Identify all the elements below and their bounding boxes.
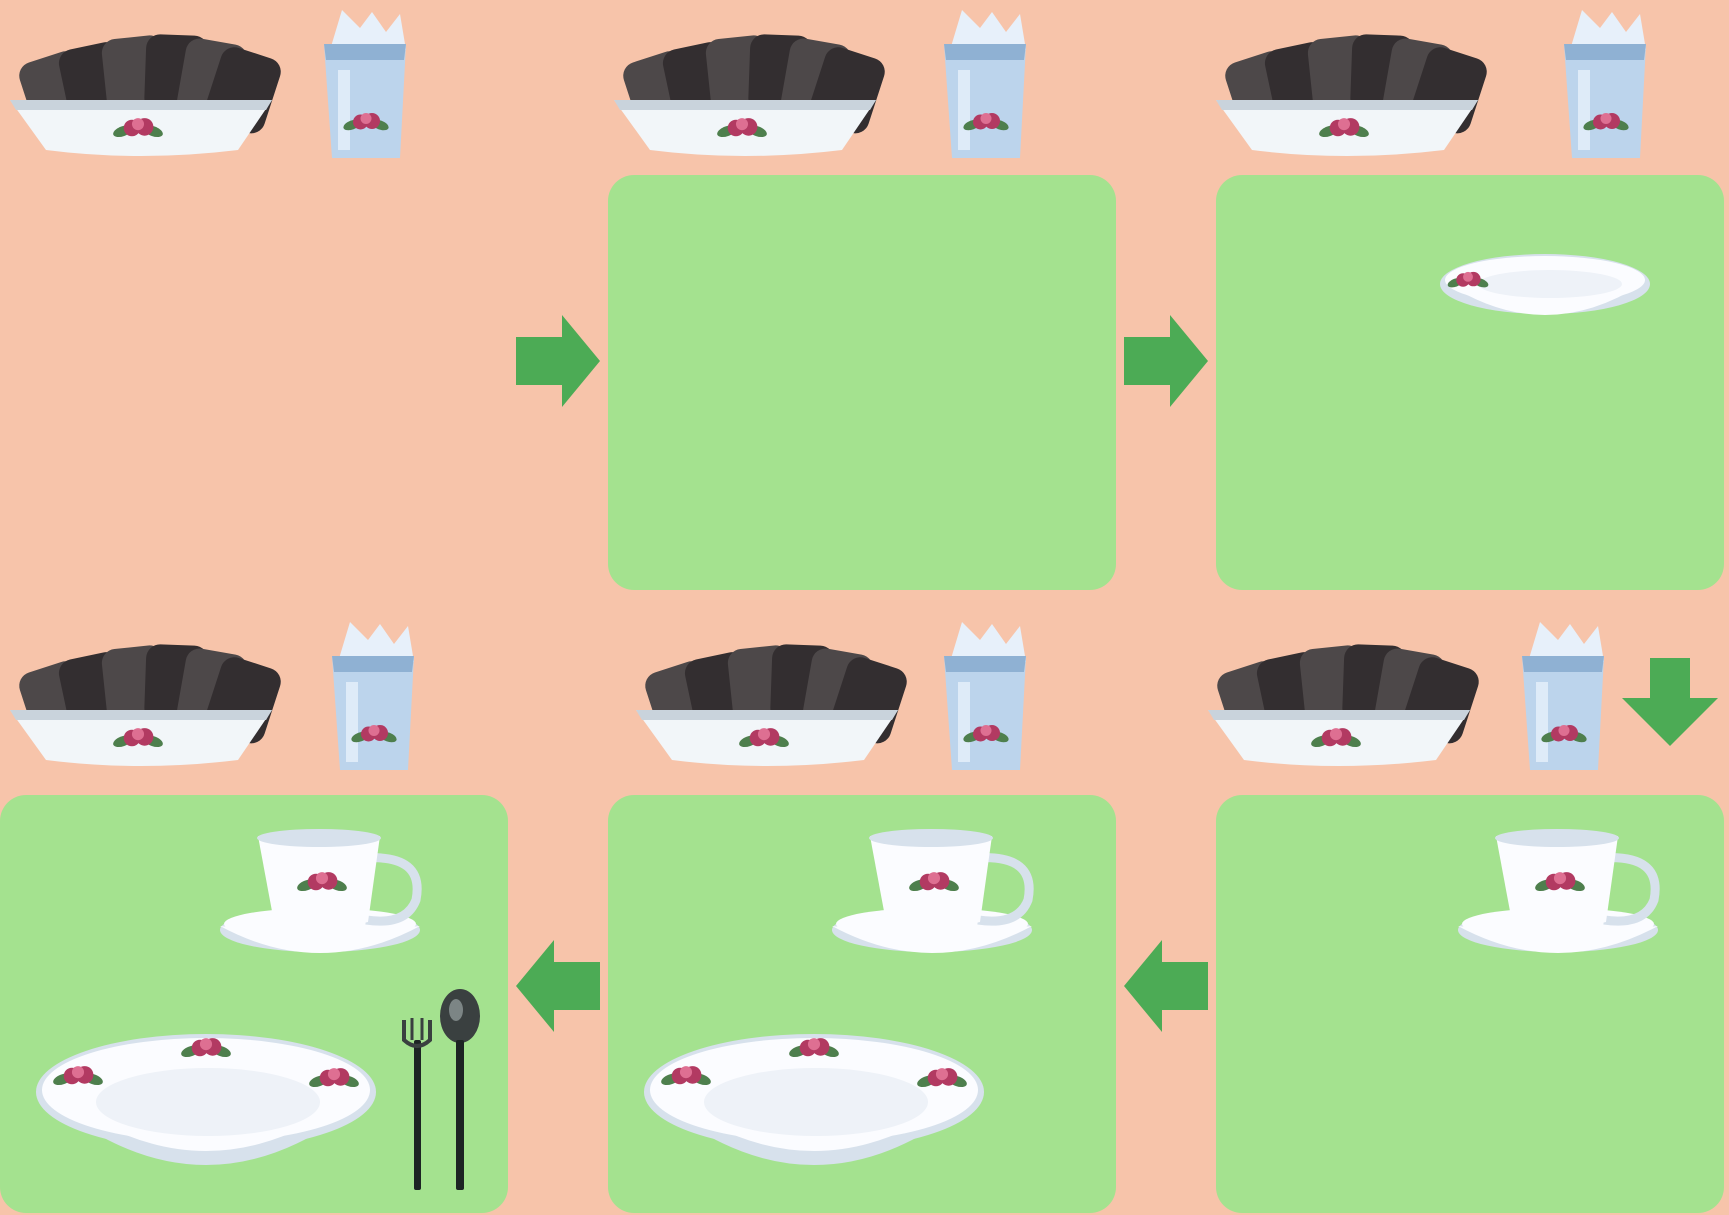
arrow-shape xyxy=(1124,940,1208,1032)
step-1 xyxy=(10,10,406,158)
basket-rim xyxy=(10,710,272,720)
panel-step-2 xyxy=(608,175,1116,590)
bread-basket xyxy=(10,34,284,156)
soup-plate-well xyxy=(704,1068,928,1136)
arrow-shape xyxy=(1124,315,1208,407)
glass-body xyxy=(944,44,1026,158)
glass-rim xyxy=(324,44,406,60)
step-2 xyxy=(608,10,1116,590)
glass-shine xyxy=(346,682,358,762)
basket-rim xyxy=(10,100,272,110)
cup-rim xyxy=(869,829,993,847)
glass-shine xyxy=(1536,682,1548,762)
basket-rim xyxy=(614,100,876,110)
glass-body xyxy=(1522,656,1604,770)
arrow-shape xyxy=(516,315,600,407)
arrow-step-5-6 xyxy=(516,940,600,1032)
glass-shine xyxy=(958,70,970,150)
arrow-shape xyxy=(1622,658,1718,746)
glass-with-napkin xyxy=(324,10,406,158)
glass-body xyxy=(944,656,1026,770)
bread-basket xyxy=(10,644,284,766)
glass-with-napkin xyxy=(1522,622,1604,770)
cup-rim xyxy=(1495,829,1619,847)
glass-with-napkin xyxy=(944,10,1026,158)
panel-step-4 xyxy=(1216,795,1724,1213)
basket-rim xyxy=(636,710,898,720)
glass-shine xyxy=(958,682,970,762)
glass-body xyxy=(1564,44,1646,158)
glass-with-napkin xyxy=(332,622,414,770)
step-5 xyxy=(608,622,1116,1213)
glass-with-napkin xyxy=(1564,10,1646,158)
bread-basket xyxy=(614,34,888,156)
arrow-step-2-3 xyxy=(1124,315,1208,407)
bread-basket xyxy=(1208,644,1482,766)
bread-basket xyxy=(1216,34,1490,156)
glass-rim xyxy=(1564,44,1646,60)
glass-rim xyxy=(1522,656,1604,672)
basket-rim xyxy=(1216,100,1478,110)
plate-well xyxy=(1478,270,1622,298)
panel-step-3 xyxy=(1216,175,1724,590)
glass-body xyxy=(332,656,414,770)
bread-basket xyxy=(636,644,910,766)
glass-with-napkin xyxy=(944,622,1026,770)
arrow-step-4-5 xyxy=(1124,940,1208,1032)
arrow-step-1-2 xyxy=(516,315,600,407)
arrow-shape xyxy=(516,940,600,1032)
soup-plate-well xyxy=(96,1068,320,1136)
glass-rim xyxy=(944,656,1026,672)
arrow-step-3-4 xyxy=(1622,658,1718,746)
basket-rim xyxy=(1208,710,1470,720)
glass-shine xyxy=(338,70,350,150)
step-3 xyxy=(1216,10,1724,590)
glass-body xyxy=(324,44,406,158)
glass-rim xyxy=(332,656,414,672)
cup-rim xyxy=(257,829,381,847)
glass-shine xyxy=(1578,70,1590,150)
glass-rim xyxy=(944,44,1026,60)
step-6 xyxy=(0,622,508,1213)
